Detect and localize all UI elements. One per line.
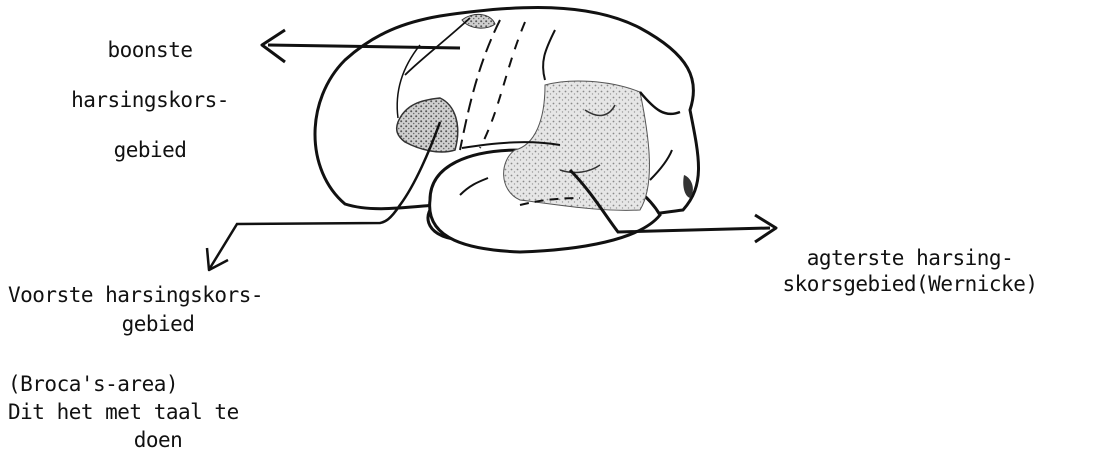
top-area-label-line2: harsingskors- xyxy=(40,88,260,113)
back-area-label-line1: agterste harsing- xyxy=(735,246,1085,271)
front-area-label-line1: Voorste harsingskors- xyxy=(8,283,263,308)
front-area-label-line2: gebied xyxy=(8,312,308,337)
broca-note-line1: (Broca's-area) xyxy=(8,372,178,397)
broca-note-line2: Dit het met taal te xyxy=(8,400,239,425)
top-area-label-line1: boonste xyxy=(40,38,260,63)
back-area-label-line2: skorsgebied(Wernicke) xyxy=(735,272,1085,297)
broca-note-line3: doen xyxy=(8,428,308,453)
top-area-label-line3: gebied xyxy=(40,138,260,163)
